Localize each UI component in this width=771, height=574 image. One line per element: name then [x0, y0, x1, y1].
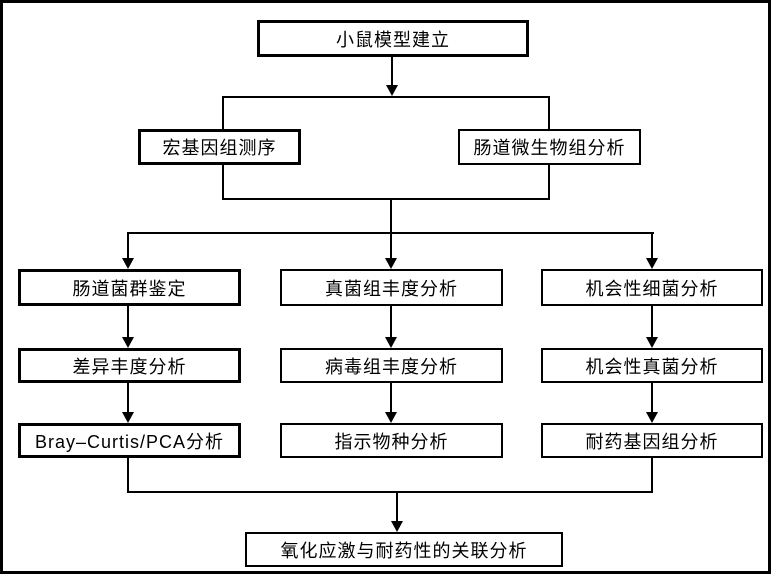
connector-branch-left — [127, 232, 129, 259]
node-metagenomic-sequencing: 宏基因组测序 — [138, 129, 301, 165]
connector-row1-row2-left — [127, 306, 129, 337]
connector-branch-middle — [390, 232, 392, 259]
node-gut-microbiome-analysis: 肠道微生物组分析 — [458, 129, 641, 165]
node-gut-flora-identification: 肠道菌群鉴定 — [18, 269, 241, 306]
arrowhead-into-container — [386, 85, 398, 96]
node-indicator-species: 指示物种分析 — [280, 423, 503, 458]
connector-branch-right — [651, 232, 653, 259]
arrowhead-into-row2-left — [122, 337, 134, 348]
converge-horizontal-line — [127, 491, 653, 493]
connector-top-to-container — [391, 56, 393, 87]
node-resistome-analysis: 耐药基因组分析 — [541, 423, 763, 458]
node-differential-abundance: 差异丰度分析 — [18, 348, 241, 383]
connector-container-to-branch — [390, 200, 392, 233]
connector-row2-row3-middle — [390, 383, 392, 412]
arrowhead-into-row2-middle — [385, 337, 397, 348]
node-mycobiome-abundance: 真菌组丰度分析 — [280, 269, 503, 306]
connector-converge-to-final — [396, 493, 398, 521]
node-bray-curtis-pca: Bray–Curtis/PCA分析 — [18, 423, 241, 458]
node-virome-abundance: 病毒组丰度分析 — [280, 348, 503, 383]
connector-row2-row3-left — [127, 383, 129, 412]
connector-row2-row3-right — [651, 383, 653, 412]
arrowhead-into-row3-middle — [385, 412, 397, 423]
node-oxidative-stress-correlation: 氧化应激与耐药性的关联分析 — [245, 532, 563, 567]
connector-converge-left — [127, 458, 129, 493]
connector-row1-row2-middle — [390, 306, 392, 337]
node-opportunistic-fungi: 机会性真菌分析 — [541, 348, 763, 383]
connector-row1-row2-right — [651, 306, 653, 337]
arrowhead-into-row3-left — [122, 412, 134, 423]
arrowhead-into-row1-right — [646, 258, 658, 269]
arrowhead-into-final — [391, 521, 403, 532]
arrowhead-into-row2-right — [646, 337, 658, 348]
arrowhead-into-row1-left — [122, 258, 134, 269]
node-opportunistic-bacteria: 机会性细菌分析 — [541, 269, 763, 306]
node-mouse-model: 小鼠模型建立 — [257, 20, 529, 57]
arrowhead-into-row3-right — [646, 412, 658, 423]
connector-converge-right — [651, 458, 653, 493]
arrowhead-into-row1-middle — [385, 258, 397, 269]
